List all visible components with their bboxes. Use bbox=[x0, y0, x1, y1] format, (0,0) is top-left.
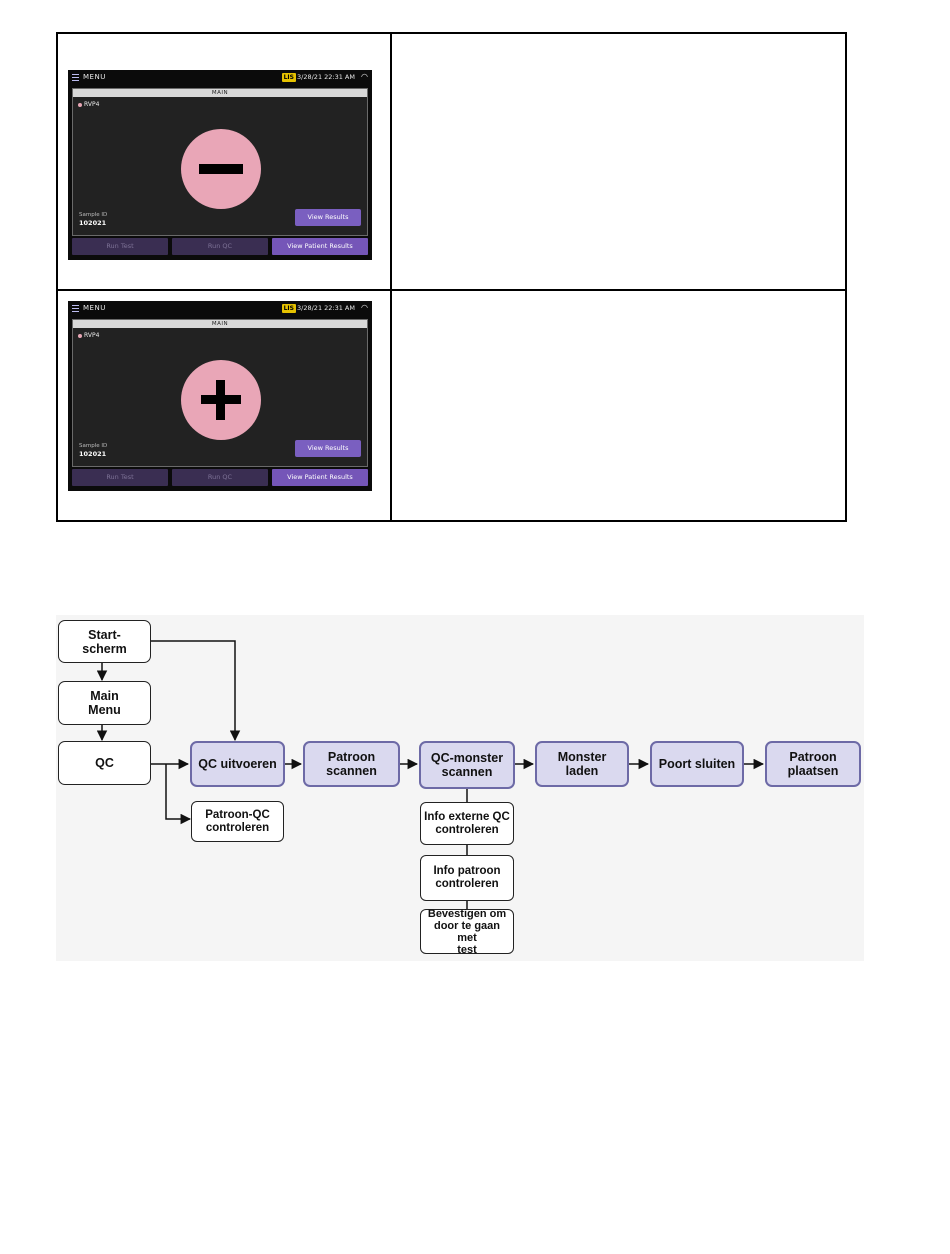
box-text: Menu bbox=[88, 703, 121, 717]
box-text: Start- bbox=[88, 627, 121, 642]
assay-name: RVP4 bbox=[84, 332, 100, 339]
assay-dot-icon bbox=[78, 333, 82, 338]
sample-id-label: Sample ID bbox=[79, 443, 108, 449]
box-text: QC-monster bbox=[430, 751, 504, 765]
sample-id-label: Sample ID bbox=[79, 212, 108, 218]
sample-id-value: 102021 bbox=[79, 219, 107, 227]
poort-sluiten-box: Poort sluiten bbox=[650, 741, 744, 787]
box-text: controleren bbox=[205, 821, 270, 834]
box-text: test bbox=[457, 943, 477, 956]
box-text: QC bbox=[95, 756, 114, 770]
table-column-divider bbox=[390, 34, 392, 520]
positive-result-icon bbox=[181, 360, 261, 440]
assay-label: RVP4 bbox=[78, 332, 99, 339]
box-text: controleren bbox=[435, 878, 499, 890]
main-panel: MAIN RVP4 Sample ID 102021 View Results bbox=[72, 88, 368, 236]
arrow-qc-patroonqc bbox=[165, 764, 192, 825]
box-text: door te gaan met bbox=[433, 919, 500, 944]
wifi-icon: ◠ bbox=[361, 72, 368, 81]
negative-result-icon bbox=[181, 129, 261, 209]
box-text: Patroon-QC bbox=[205, 808, 270, 821]
assay-label: RVP4 bbox=[78, 101, 99, 108]
bottom-button-bar: Run Test Run QC View Patient Results bbox=[72, 469, 368, 486]
qc-box: QC bbox=[58, 741, 151, 785]
menu-icon[interactable] bbox=[72, 305, 79, 314]
datetime: 3/28/21 22:31 AM bbox=[297, 73, 355, 81]
run-qc-button[interactable]: Run QC bbox=[172, 238, 268, 255]
box-text: Info patroon bbox=[433, 865, 501, 877]
assay-dot-icon bbox=[78, 102, 82, 107]
top-bar: MENU LIS 3/28/21 22:31 AM ◠ bbox=[68, 70, 372, 86]
box-text: plaatsen bbox=[787, 764, 839, 778]
menu-icon[interactable] bbox=[72, 74, 79, 83]
box-text: Main bbox=[90, 689, 119, 703]
box-text: scannen bbox=[441, 765, 493, 779]
view-patient-results-button[interactable]: View Patient Results bbox=[272, 238, 368, 255]
box-text: scherm bbox=[82, 641, 127, 656]
box-text: Info externe QC bbox=[424, 810, 510, 823]
start-screen-box: Start-scherm bbox=[58, 620, 151, 663]
view-patient-results-button[interactable]: View Patient Results bbox=[272, 469, 368, 486]
minus-icon bbox=[199, 164, 243, 174]
flow-connectors bbox=[96, 640, 765, 909]
plus-icon-vertical bbox=[216, 380, 225, 420]
table-row-negative: MENU LIS 3/28/21 22:31 AM ◠ MAIN RVP4 Sa… bbox=[58, 34, 845, 291]
box-text: Monster laden bbox=[557, 750, 607, 778]
arrow-start-qcuitvoeren bbox=[151, 640, 241, 742]
monster-laden-box: Monster laden bbox=[535, 741, 629, 787]
box-text: scannen bbox=[326, 764, 377, 778]
device-screen-positive: MENU LIS 3/28/21 22:31 AM ◠ MAIN RVP4 Sa… bbox=[68, 301, 372, 491]
box-text: Patroon bbox=[789, 750, 837, 764]
top-bar: MENU LIS 3/28/21 22:31 AM ◠ bbox=[68, 301, 372, 317]
main-panel: MAIN RVP4 Sample ID 102021 View Results bbox=[72, 319, 368, 467]
table-row-positive: MENU LIS 3/28/21 22:31 AM ◠ MAIN RVP4 Sa… bbox=[58, 291, 845, 520]
run-test-button[interactable]: Run Test bbox=[72, 469, 168, 486]
panel-title: MAIN bbox=[73, 89, 367, 97]
run-qc-button[interactable]: Run QC bbox=[172, 469, 268, 486]
box-text: Bevestigen om bbox=[427, 907, 507, 920]
menu-label[interactable]: MENU bbox=[83, 304, 106, 312]
bottom-button-bar: Run Test Run QC View Patient Results bbox=[72, 238, 368, 255]
sample-id-value: 102021 bbox=[79, 450, 107, 458]
panel-title: MAIN bbox=[73, 320, 367, 328]
box-text: controleren bbox=[435, 823, 499, 836]
datetime: 3/28/21 22:31 AM bbox=[297, 304, 355, 312]
device-screen-negative: MENU LIS 3/28/21 22:31 AM ◠ MAIN RVP4 Sa… bbox=[68, 70, 372, 260]
box-text: QC uitvoeren bbox=[198, 757, 277, 771]
assay-name: RVP4 bbox=[84, 101, 100, 108]
qc-uitvoeren-box: QC uitvoeren bbox=[190, 741, 285, 787]
lis-badge: LIS bbox=[281, 304, 296, 313]
view-results-button[interactable]: View Results bbox=[295, 440, 361, 457]
menu-label[interactable]: MENU bbox=[83, 73, 106, 81]
run-test-button[interactable]: Run Test bbox=[72, 238, 168, 255]
result-screens-table: MENU LIS 3/28/21 22:31 AM ◠ MAIN RVP4 Sa… bbox=[56, 32, 847, 522]
box-text: Poort sluiten bbox=[658, 757, 736, 771]
wifi-icon: ◠ bbox=[361, 303, 368, 312]
view-results-button[interactable]: View Results bbox=[295, 209, 361, 226]
box-text: Patroon bbox=[327, 750, 376, 764]
lis-badge: LIS bbox=[281, 73, 296, 82]
